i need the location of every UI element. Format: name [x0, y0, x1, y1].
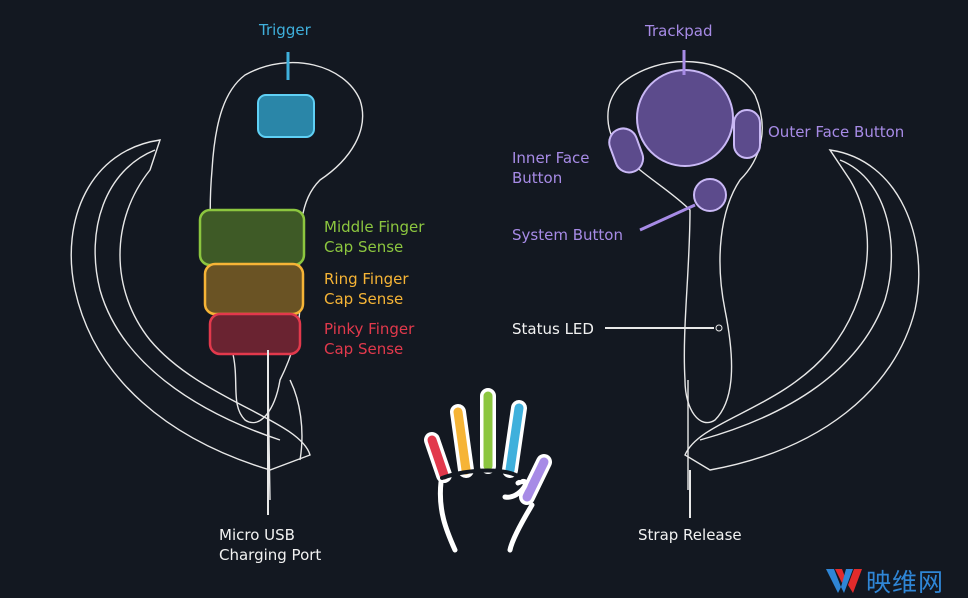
system-button-label: System Button	[512, 226, 623, 244]
index-finger-icon	[505, 403, 524, 475]
inner-face-button-zone	[608, 127, 645, 174]
trigger-label: Trigger	[259, 21, 311, 39]
trackpad-zone	[636, 69, 734, 167]
system-button-zone	[693, 178, 727, 212]
right-controller-body	[607, 60, 763, 424]
usb-port-label: Micro USB Charging Port	[219, 526, 322, 564]
ring-finger-zone	[203, 262, 305, 316]
inner-face-button-label: Inner Face Button	[512, 149, 590, 187]
pinky-finger-icon	[427, 435, 449, 480]
right-strap	[684, 149, 920, 471]
hand-palm-mask	[440, 468, 522, 480]
watermark: 映维网	[826, 563, 944, 598]
trackpad-label: Trackpad	[645, 22, 713, 40]
ring-finger-icon	[453, 407, 471, 475]
middle-finger-label: Middle Finger Cap Sense	[324, 218, 425, 256]
system-button-leader-line	[639, 203, 696, 232]
middle-finger-zone	[198, 208, 306, 267]
pinky-finger-zone	[208, 312, 302, 356]
outer-face-button-zone	[733, 109, 761, 159]
pinky-finger-label: Pinky Finger Cap Sense	[324, 320, 415, 358]
ring-finger-label: Ring Finger Cap Sense	[324, 270, 409, 308]
outer-face-button-label: Outer Face Button	[768, 123, 905, 141]
left-handle-detail	[267, 379, 303, 501]
watermark-logo-icon	[826, 569, 862, 593]
status-led-dot	[715, 324, 723, 332]
hand-palm-outline	[437, 479, 535, 553]
right-strap-inner	[699, 159, 893, 441]
strap-release-label: Strap Release	[638, 526, 742, 544]
left-strap-inner	[94, 149, 281, 441]
watermark-text: 映维网	[866, 568, 945, 597]
status-led-label: Status LED	[512, 320, 594, 338]
hand-icon	[424, 388, 552, 553]
thumb-icon	[522, 457, 549, 502]
trigger-zone	[257, 94, 315, 138]
